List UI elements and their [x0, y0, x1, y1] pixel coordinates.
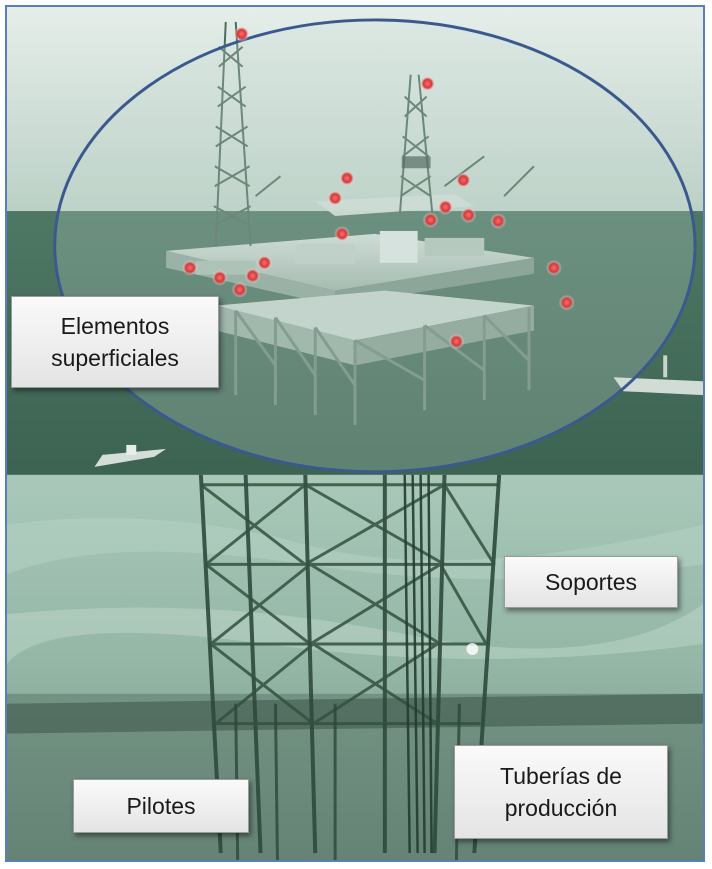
- label-pilotes: Pilotes: [73, 779, 249, 833]
- label-tuberias-de-produccion: Tuberías de producción: [454, 745, 668, 839]
- image-frame: Elementos superficiales Soportes Tubería…: [5, 5, 705, 862]
- label-elementos-superficiales: Elementos superficiales: [11, 296, 219, 388]
- offshore-platform-illustration: [7, 7, 703, 860]
- label-soportes: Soportes: [504, 556, 678, 608]
